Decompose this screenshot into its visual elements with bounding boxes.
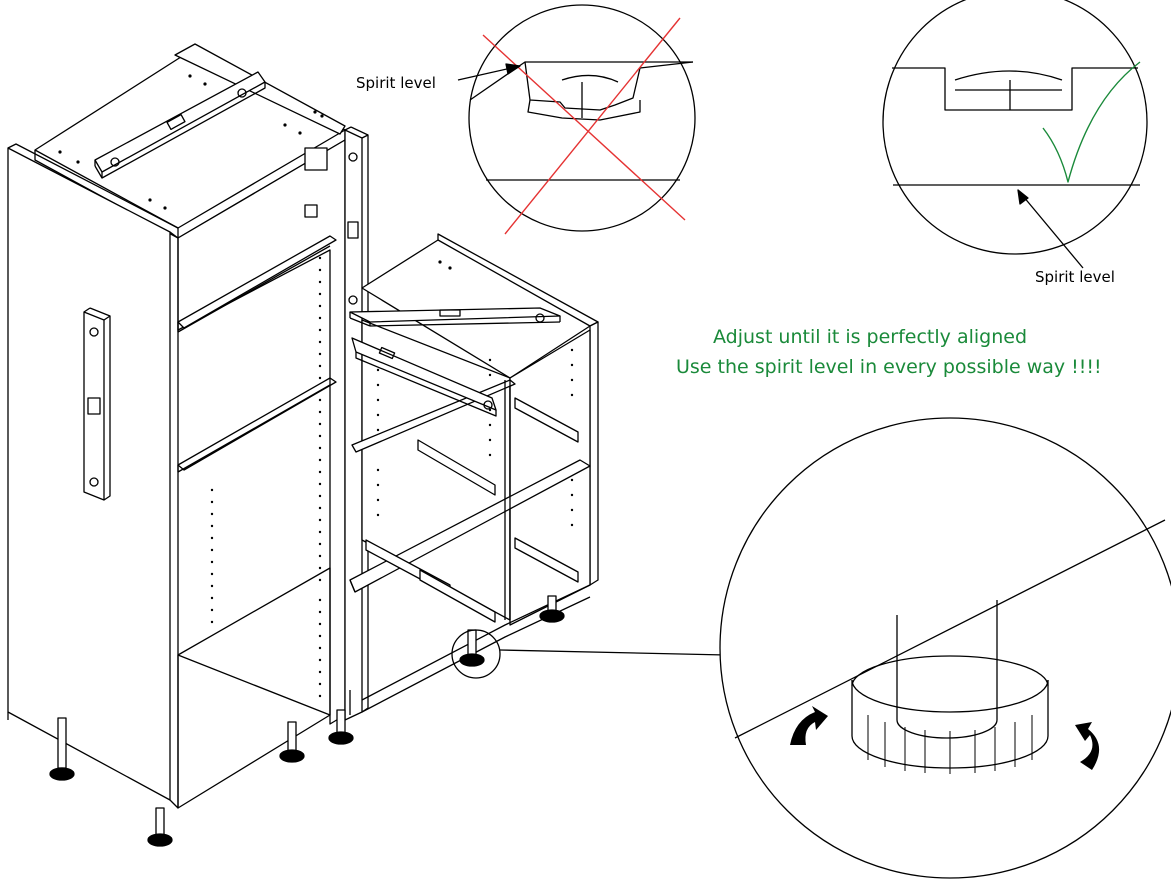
spirit-level-door-icon <box>83 307 111 501</box>
spirit-level-horizontal-icon <box>349 307 561 327</box>
detail-foot-adjust <box>719 417 1171 879</box>
spirit-level-top-icon <box>94 71 266 179</box>
spirit-level-label-left: Spirit level <box>356 74 436 92</box>
tall-cabinet <box>7 43 346 847</box>
detail-correct <box>882 0 1148 269</box>
foot-highlight-circle <box>451 629 501 679</box>
detail-wrong <box>468 4 696 232</box>
callout-leader-line <box>499 649 727 656</box>
drawer-cabinet <box>328 233 599 745</box>
tall-cabinet-feet <box>49 717 305 847</box>
spirit-level-diagonal-icon <box>351 337 497 417</box>
check-mark-icon <box>1042 61 1141 183</box>
instruction-line-2: Use the spirit level in every possible w… <box>676 356 1102 378</box>
instruction-line-1: Adjust until it is perfectly aligned <box>713 326 1028 348</box>
spirit-level-pointer-left <box>457 63 521 81</box>
drawer-cabinet-feet <box>328 595 565 745</box>
spirit-level-label-right: Spirit level <box>1035 268 1115 286</box>
drawer-runners <box>365 397 579 623</box>
rotate-arrow-icon <box>790 706 1100 770</box>
